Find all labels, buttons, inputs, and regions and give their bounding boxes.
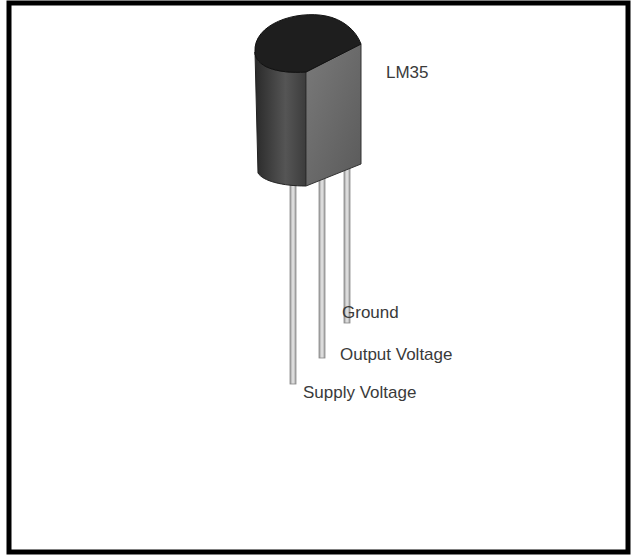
frame-border	[9, 3, 628, 552]
ground-lead	[344, 160, 350, 323]
body-top	[255, 15, 361, 73]
part-name: LM35	[386, 64, 429, 83]
pin-name: Ground	[342, 304, 399, 323]
pin-name: Supply Voltage	[303, 384, 416, 403]
output-lead	[319, 176, 325, 358]
supply-lead	[290, 178, 296, 384]
pin-name: Output Voltage	[340, 346, 452, 365]
